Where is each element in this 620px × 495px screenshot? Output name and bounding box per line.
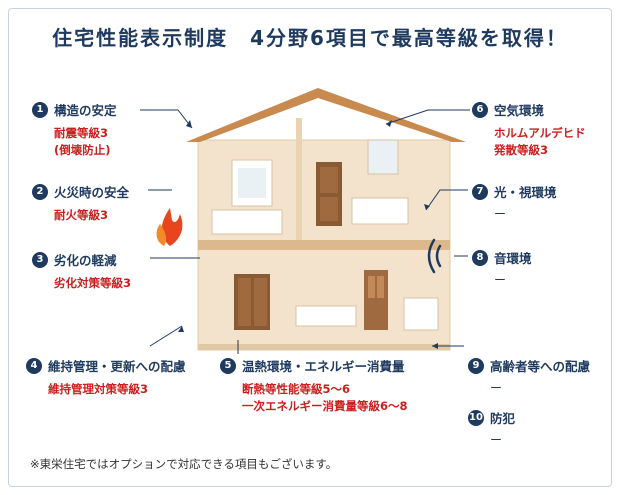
item-number-badge: 3	[32, 251, 48, 268]
item-label: 劣化の軽減	[54, 253, 117, 268]
item-label: 音環境	[494, 251, 532, 266]
item-detail: 発散等級3	[494, 143, 549, 157]
item-label: 光・視環境	[494, 185, 557, 200]
item-thermal-energy: 5 温熱環境・エネルギー消費量 断熱等性能等級5〜6 一次エネルギー消費量等級6…	[220, 356, 408, 415]
item-label: 火災時の安全	[54, 185, 130, 200]
item-number-badge: 2	[32, 183, 48, 200]
item-number-badge: 1	[32, 101, 48, 118]
item-crime-prevention: 10 防犯 ー	[468, 408, 515, 448]
footnote: ※東栄住宅ではオプションで対応できる項目もございます。	[30, 457, 338, 471]
item-number-badge: 5	[220, 357, 236, 374]
item-detail: (倒壊防止)	[54, 143, 111, 157]
item-dash: ー	[490, 433, 503, 447]
item-detail: 劣化対策等級3	[54, 276, 132, 290]
item-dash: ー	[490, 381, 503, 395]
item-air-environment: 6 空気環境 ホルムアルデヒド 発散等級3	[472, 100, 586, 159]
item-label: 維持管理・更新への配慮	[48, 359, 186, 374]
item-light-visual: 7 光・視環境 ー	[472, 182, 557, 222]
item-number-badge: 10	[468, 409, 484, 426]
item-label: 防犯	[490, 411, 516, 426]
item-number-badge: 4	[26, 357, 42, 374]
item-fire-safety: 2 火災時の安全 耐火等級3	[32, 182, 129, 224]
item-elderly-consideration: 9 高齢者等への配慮 ー	[468, 356, 590, 396]
item-detail: 断熱等性能等級5〜6	[242, 382, 351, 396]
item-detail: 維持管理対策等級3	[48, 382, 149, 396]
item-dash: ー	[494, 207, 507, 221]
item-number-badge: 8	[472, 249, 488, 266]
item-detail: 耐火等級3	[54, 208, 109, 222]
item-maintenance: 4 維持管理・更新への配慮 維持管理対策等級3	[26, 356, 186, 398]
item-label: 空気環境	[494, 103, 545, 118]
item-number-badge: 6	[472, 101, 488, 118]
item-sound-environment: 8 音環境 ー	[472, 248, 532, 288]
item-number-badge: 9	[468, 357, 484, 374]
item-detail: ホルムアルデヒド	[494, 126, 586, 140]
item-structural-stability: 1 構造の安定 耐震等級3 (倒壊防止)	[32, 100, 117, 159]
item-label: 構造の安定	[54, 103, 117, 118]
item-detail: 耐震等級3	[54, 126, 109, 140]
item-label: 高齢者等への配慮	[490, 359, 591, 374]
item-number-badge: 7	[472, 183, 488, 200]
item-detail: 一次エネルギー消費量等級6〜8	[242, 399, 408, 413]
page-title: 住宅性能表示制度 4分野6項目で最高等級を取得！	[52, 26, 568, 50]
item-dash: ー	[494, 273, 507, 287]
item-label: 温熱環境・エネルギー消費量	[242, 359, 405, 374]
item-deterioration-reduction: 3 劣化の軽減 劣化対策等級3	[32, 250, 131, 292]
